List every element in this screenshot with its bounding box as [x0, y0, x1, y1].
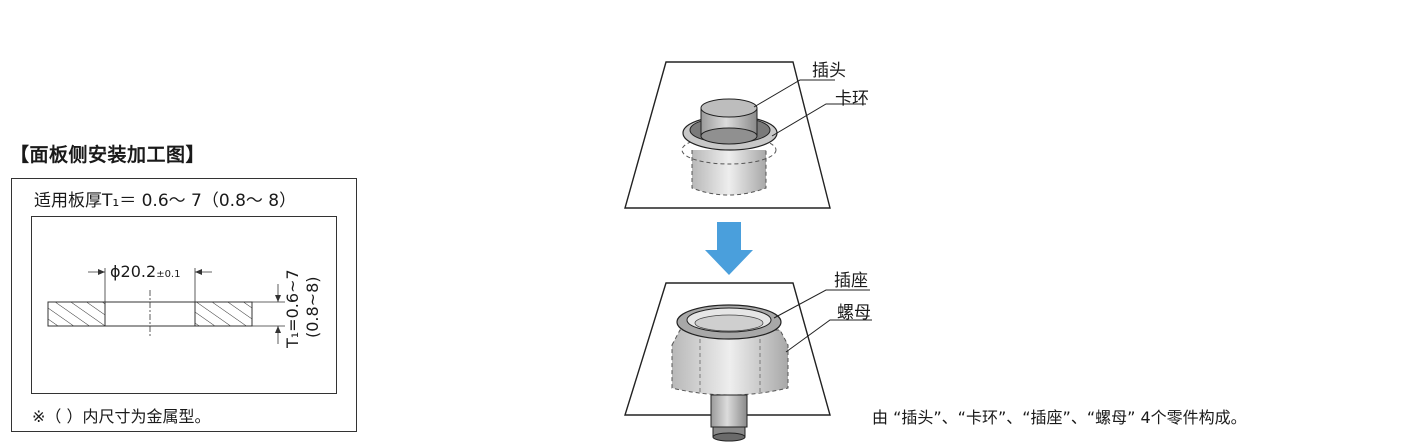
spec-frame: [11, 178, 357, 432]
thickness-dimension-line: [252, 284, 285, 344]
label-nut: 螺母: [837, 303, 871, 323]
label-socket: 插座: [834, 271, 868, 291]
footnote: ※（ ）内尺寸为金属型。: [32, 407, 211, 426]
cutout-drawing-frame: [31, 216, 337, 394]
bottom-leader-lines: [773, 289, 872, 353]
plug-and-clip-ring: [681, 98, 778, 196]
assembly-arrow: [705, 222, 753, 275]
parts-caption: 由 “插头”、“卡环”、“插座”、“螺母” 4个零件构成。: [872, 408, 1247, 427]
diameter-value: ϕ20.2: [110, 262, 157, 281]
thickness-alt-label: (0.8~8): [303, 276, 322, 338]
label-plug: 插头: [812, 61, 846, 81]
label-clip-ring: 卡环: [835, 89, 869, 109]
diameter-dimension-line: [88, 268, 212, 302]
spec-text: 适用板厚T₁＝ 0.6～ 7（0.8～ 8）: [34, 191, 297, 211]
socket-and-nut: [671, 304, 789, 442]
thickness-label: T₁=0.6~7: [283, 269, 302, 349]
diameter-tolerance: ±0.1: [156, 269, 181, 280]
panel-cross-section: [47, 290, 253, 336]
diameter-dimension: ϕ20.2±0.1: [110, 262, 180, 281]
section-title: 【面板侧安装加工图】: [10, 144, 206, 166]
top-leader-lines: [753, 79, 866, 137]
